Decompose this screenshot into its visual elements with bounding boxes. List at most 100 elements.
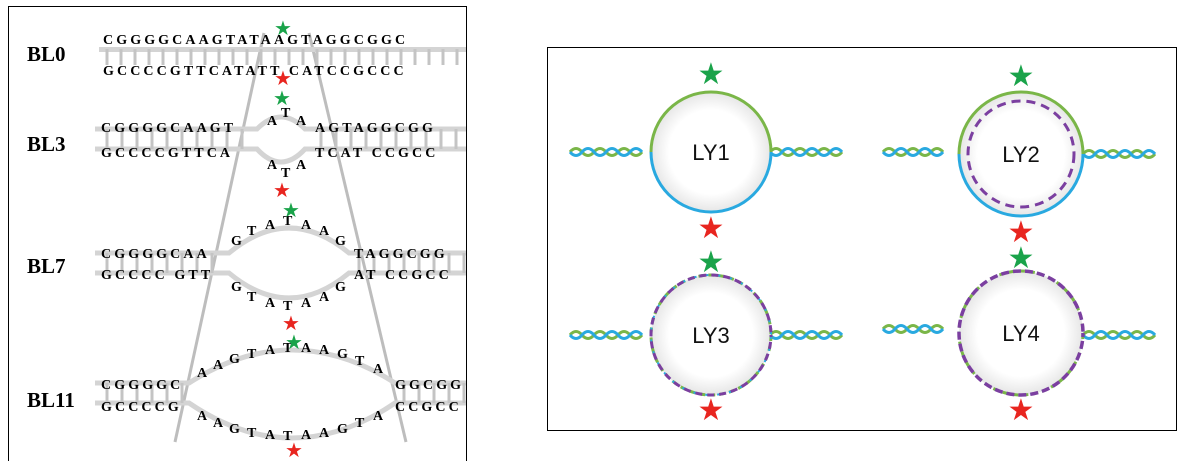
bottom-backbone bbox=[95, 270, 466, 301]
loop-ly1: LY1 ★ ★ bbox=[568, 58, 844, 245]
bottom-right-sequence: CCGCC bbox=[395, 400, 462, 415]
loop-base: A bbox=[267, 114, 278, 129]
funnel-left-line bbox=[173, 32, 266, 443]
right-helix-strand bbox=[1081, 149, 1157, 159]
bubble bbox=[651, 275, 771, 395]
loop-base: G bbox=[229, 352, 240, 367]
top-backbone bbox=[95, 225, 466, 256]
top-left-sequence: CGGGGCAA bbox=[101, 247, 210, 262]
loop-base: A bbox=[265, 343, 276, 358]
loop-base: A bbox=[373, 362, 384, 377]
left-helix-strand bbox=[568, 147, 644, 157]
green-star-icon: ★ bbox=[285, 332, 303, 354]
loop-base: G bbox=[337, 422, 348, 437]
loop-base: T bbox=[247, 347, 257, 362]
bubble bbox=[651, 92, 771, 212]
backbone bbox=[99, 47, 466, 52]
loop-base: G bbox=[231, 234, 242, 249]
top-left-sequence: CGGGGC bbox=[101, 378, 183, 393]
loop-base: G bbox=[337, 347, 348, 362]
construct-label: BL3 bbox=[27, 132, 66, 156]
loop-base: A bbox=[319, 224, 330, 239]
bubble bbox=[959, 271, 1083, 395]
left-helix-strand bbox=[881, 324, 945, 334]
red-star-icon: ★ bbox=[1008, 394, 1035, 427]
loop-base: A bbox=[213, 416, 224, 431]
loop-base: A bbox=[197, 409, 208, 424]
loop-base: G bbox=[335, 234, 346, 249]
construct-label: BL0 bbox=[27, 42, 66, 66]
loop-base: A bbox=[213, 358, 224, 373]
bottom-strand bbox=[649, 151, 773, 214]
loop-base: T bbox=[247, 426, 257, 441]
loop-base: A bbox=[296, 158, 307, 173]
loop-label: LY2 bbox=[1002, 142, 1040, 167]
loop-base: T bbox=[283, 341, 293, 356]
loop-base: A bbox=[267, 158, 278, 173]
construct-bl3: BL3 CGGGGCAAGT AGTAGGCGG GCCCCGTTCA TCAT… bbox=[27, 88, 466, 202]
loop-label: LY1 bbox=[692, 140, 730, 165]
bottom-backbone bbox=[95, 146, 466, 165]
top-strand bbox=[957, 90, 1085, 155]
bottom-strand-sequence: GCCCCGTTCATATT CATCCGCCC bbox=[103, 64, 407, 79]
top-strand bbox=[649, 90, 773, 153]
bubble bbox=[959, 92, 1083, 216]
loop-base: A bbox=[265, 428, 276, 443]
loop-base: A bbox=[301, 296, 312, 311]
top-strand-sequence: CGGGGCAAGTATAAGTAGGCGGC bbox=[103, 33, 408, 48]
green-star-icon: ★ bbox=[698, 58, 725, 91]
loop-base: T bbox=[355, 354, 365, 369]
loop-base: G bbox=[335, 280, 346, 295]
loop-base: T bbox=[247, 290, 257, 305]
bubble-constructs-diagram: BL0 CGGGGCAAGTATAAGTAGGCGGC GCCCCGTTCATA… bbox=[27, 18, 466, 461]
right-helix-strand bbox=[1081, 330, 1157, 340]
loop-base: A bbox=[301, 341, 312, 356]
bottom-strand bbox=[957, 153, 1085, 218]
bottom-left-sequence: GCCCCGTTCA bbox=[101, 146, 233, 161]
left-helix-strand bbox=[881, 147, 945, 157]
loop-base: A bbox=[301, 218, 312, 233]
bubble-constructs-panel: BL0 CGGGGCAAGTATAAGTAGGCGGC GCCCCGTTCATA… bbox=[8, 6, 467, 461]
loop-base: T bbox=[283, 299, 293, 314]
loop-base: G bbox=[231, 280, 242, 295]
green-star-icon: ★ bbox=[1008, 60, 1035, 93]
bottom-left-sequence: GCCCC GTT bbox=[101, 268, 213, 283]
construct-bl0: BL0 CGGGGCAAGTATAAGTAGGCGGC GCCCCGTTCATA… bbox=[27, 18, 466, 90]
loop-base: T bbox=[283, 214, 293, 229]
green-star-icon: ★ bbox=[282, 200, 300, 222]
loop-label: LY4 bbox=[1002, 321, 1040, 346]
loop-ly4: LY4 ★ ★ bbox=[881, 242, 1157, 427]
loop-ly2: LY2 ★ ★ bbox=[881, 60, 1157, 249]
red-star-icon: ★ bbox=[698, 212, 725, 245]
loop-base: A bbox=[301, 428, 312, 443]
loop-base: T bbox=[355, 416, 365, 431]
construct-bl7: BL7 CGGGGCAA TAGGCGG GCCCC GTT AT CCGCC … bbox=[27, 200, 466, 335]
top-backbone bbox=[95, 114, 466, 132]
top-right-sequence: GGCGG bbox=[395, 378, 464, 393]
probe-strand bbox=[957, 269, 1085, 397]
construct-label: BL7 bbox=[27, 254, 66, 278]
loop-base: A bbox=[319, 290, 330, 305]
loop-base: A bbox=[319, 343, 330, 358]
bottom-right-sequence: AT CCGCC bbox=[354, 268, 452, 283]
left-helix-strand bbox=[568, 330, 644, 340]
construct-label: BL11 bbox=[27, 388, 75, 412]
top-right-sequence: TAGGCGG bbox=[354, 247, 448, 262]
loop-ly3: LY3 ★ ★ bbox=[568, 246, 844, 427]
loop-base: A bbox=[265, 296, 276, 311]
probe-strand bbox=[966, 99, 1076, 209]
red-star-icon: ★ bbox=[698, 394, 725, 427]
red-star-icon: ★ bbox=[273, 180, 291, 202]
funnel-right-line bbox=[307, 32, 408, 443]
loop-base: T bbox=[247, 224, 257, 239]
green-star-icon: ★ bbox=[273, 88, 291, 110]
red-star-icon: ★ bbox=[274, 68, 292, 90]
loop-base: A bbox=[197, 366, 208, 381]
probe-strand bbox=[649, 273, 773, 397]
loop-base: T bbox=[281, 106, 291, 121]
top-right-sequence: AGTAGGCGG bbox=[315, 121, 436, 136]
red-star-icon: ★ bbox=[282, 313, 300, 335]
red-star-icon: ★ bbox=[285, 440, 303, 461]
right-helix-strand bbox=[768, 330, 844, 340]
construct-bl11: BL11 CGGGGC GGCGG GCCCCG CCGCC A A G T A… bbox=[27, 332, 466, 461]
